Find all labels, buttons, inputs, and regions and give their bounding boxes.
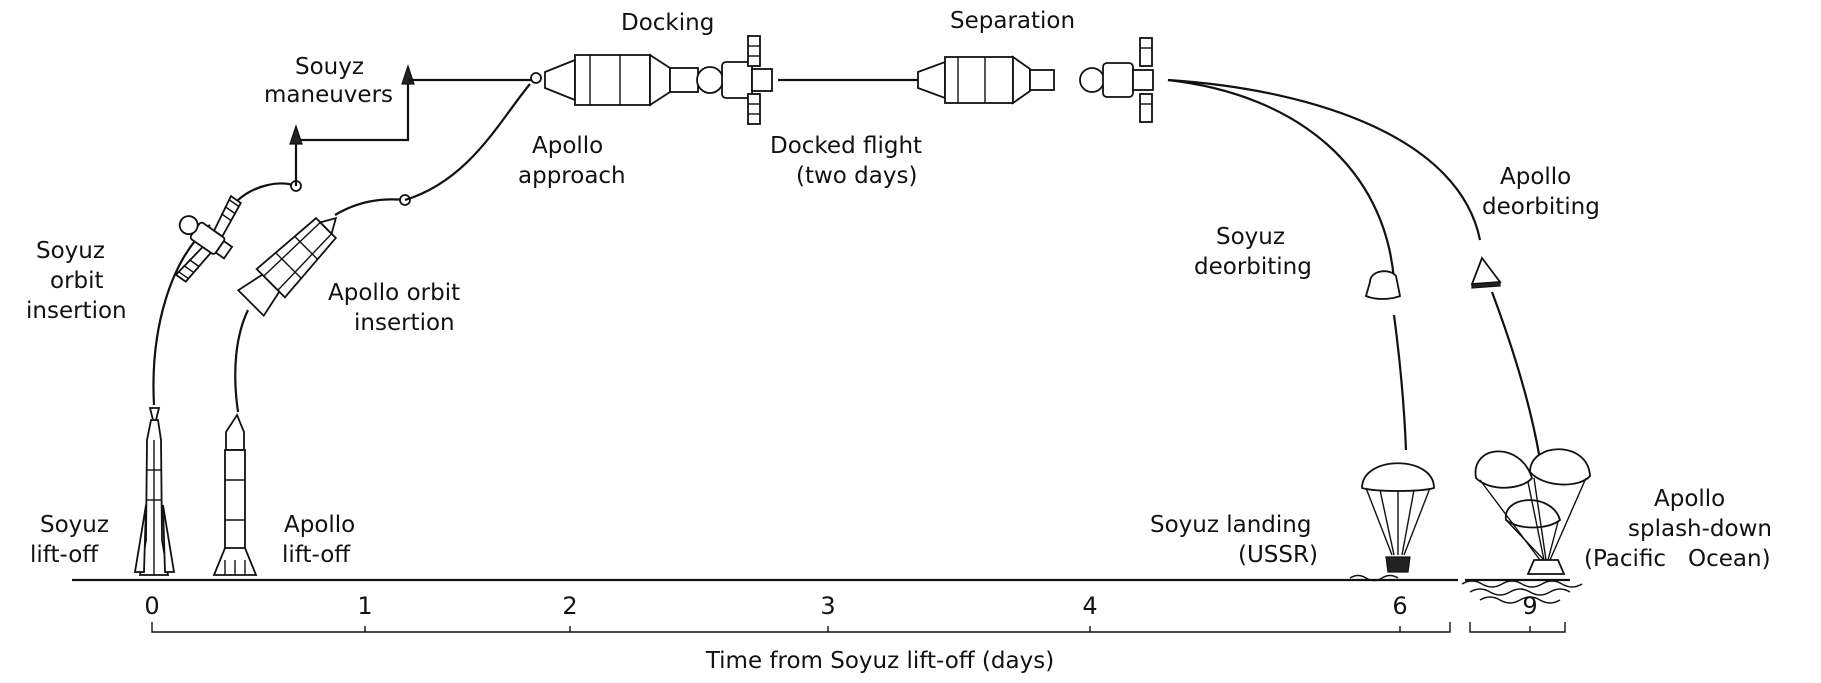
- apollo-liftoff-label-1: Apollo: [284, 512, 355, 538]
- apollo-splashdown-label-1: Apollo: [1654, 486, 1725, 512]
- tick-9: 9: [1522, 592, 1537, 620]
- soyuz-landing-label-2: (USSR): [1238, 542, 1318, 568]
- apollo-deorbiting-label-2: deorbiting: [1482, 194, 1600, 220]
- apollo-spacecraft-icon: [236, 216, 338, 318]
- time-axis: [151, 622, 1566, 633]
- soyuz-spacecraft-icon: [174, 194, 242, 283]
- tick-4: 4: [1082, 592, 1097, 620]
- soyuz-deorbiting-label-1: Soyuz: [1216, 224, 1285, 250]
- apollo-splashdown-label-2: splash-down: [1628, 516, 1772, 542]
- soyuz-orbit-insertion-label-2: orbit: [50, 268, 104, 294]
- tick-2: 2: [562, 592, 577, 620]
- soyuz-orbit-insertion-label-3: insertion: [26, 298, 127, 324]
- soyuz-descent-capsule-icon: [1364, 270, 1402, 300]
- docking-label: Docking: [621, 10, 714, 36]
- apollo-approach-label-1: Apollo: [532, 133, 603, 159]
- tick-6: 6: [1392, 592, 1407, 620]
- docked-flight-label-2: (two days): [796, 163, 917, 189]
- tick-0: 0: [144, 592, 159, 620]
- docked-spacecraft-icon: [544, 35, 773, 125]
- apollo-splashdown-label-3: (Pacific Ocean): [1584, 546, 1771, 572]
- soyuz-rocket-icon: [133, 407, 176, 576]
- waves-icon: [1349, 574, 1583, 604]
- apollo-orbit-insertion-label-2: insertion: [354, 310, 455, 336]
- soyuz-deorbit-path: [1167, 78, 1408, 451]
- separation-label: Separation: [950, 8, 1075, 34]
- tick-1: 1: [357, 592, 372, 620]
- apollo-rocket-icon: [212, 413, 258, 576]
- soyuz-liftoff-label-1: Soyuz: [40, 512, 109, 538]
- apollo-liftoff-label-2: lift-off: [282, 542, 351, 568]
- apollo-orbit-insertion-label-1: Apollo orbit: [328, 280, 460, 306]
- apollo-parachutes-icon: [1474, 448, 1591, 575]
- souyz-maneuvers-label-2: maneuvers: [264, 82, 393, 108]
- apollo-descent-capsule-icon: [1470, 256, 1502, 289]
- parachute-icon: [1361, 462, 1435, 573]
- separated-spacecraft-icon: [917, 37, 1154, 123]
- souyz-maneuvers-label-1: Souyz: [295, 54, 364, 80]
- soyuz-liftoff-label-2: lift-off: [30, 542, 99, 568]
- apollo-deorbiting-label-1: Apollo: [1500, 164, 1571, 190]
- soyuz-landing-label-1: Soyuz landing: [1150, 512, 1311, 538]
- axis-title: Time from Soyuz lift-off (days): [705, 648, 1054, 674]
- tick-3: 3: [820, 592, 835, 620]
- apollo-ascent-path: [234, 83, 531, 413]
- docked-flight-label-1: Docked flight: [770, 133, 922, 159]
- soyuz-deorbiting-label-2: deorbiting: [1194, 254, 1312, 280]
- apollo-deorbit-path: [1167, 78, 1542, 461]
- apollo-approach-label-2: approach: [518, 163, 626, 189]
- soyuz-orbit-insertion-label-1: Soyuz: [36, 238, 105, 264]
